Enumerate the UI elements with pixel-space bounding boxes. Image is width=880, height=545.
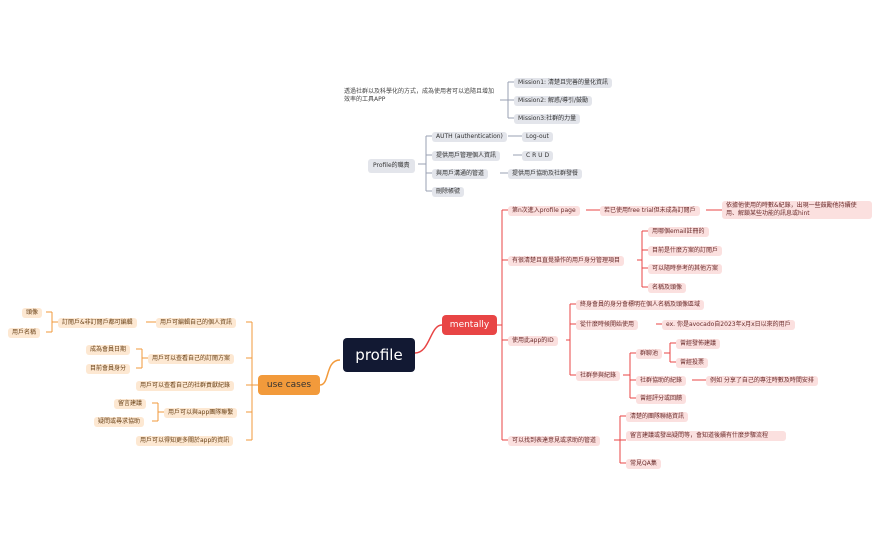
manage-item-email[interactable]: 用哪個email註冊的 xyxy=(648,227,709,237)
mentally-app-id[interactable]: 使用此app的ID xyxy=(508,336,558,346)
mentally-node[interactable]: mentally xyxy=(442,315,497,335)
community-help-record[interactable]: 社群協助的紀錄 xyxy=(636,376,687,386)
duty-item-manage[interactable]: 提供用戶管理個人資訊 xyxy=(432,151,501,161)
help-item-process[interactable]: 留言建議或發出疑問等，會知道後續有什麼步驟流程 xyxy=(626,431,786,441)
usecase-edit-profile[interactable]: 用戶可編輯自己的個人資訊 xyxy=(156,318,237,328)
duty-item-delete[interactable]: 刪除帳號 xyxy=(432,187,465,197)
use-cases-node[interactable]: use cases xyxy=(258,375,320,395)
community-chat-pool[interactable]: 群聊池 xyxy=(636,349,663,359)
mentally-feedback-channel[interactable]: 可以找到表達意見或求助的管道 xyxy=(508,436,601,446)
plan-item-membership[interactable]: 目前會員身分 xyxy=(86,364,131,374)
using-item-lifetime[interactable]: 終身會員的身分會標明在個人名稱及頭像區域 xyxy=(576,300,705,310)
contact-item-message[interactable]: 留言建議 xyxy=(114,399,147,409)
usecase-contact-team[interactable]: 用戶可以與app團隊聯繫 xyxy=(164,408,238,418)
mission-item-1[interactable]: Mission1: 清楚且完善的量化資訊 xyxy=(514,78,612,88)
community-rating[interactable]: 曾經評分或回饋 xyxy=(636,394,687,404)
mission-item-3[interactable]: Mission3:社群的力量 xyxy=(514,114,581,124)
using-item-since-example[interactable]: ex. 你是avocado自2023年x月x日以來的用戶 xyxy=(662,320,795,330)
mission-statement[interactable]: 透過社群以及科學化的方式，成為使用者可以追隨且增加效率的工具APP xyxy=(344,88,495,103)
duty-sub-crud[interactable]: C R U D xyxy=(522,151,554,161)
edit-item-username[interactable]: 用戶名稱 xyxy=(8,328,41,338)
edit-subscriber-nonsubscriber[interactable]: 訂閱戶&非訂閱戶都可編輯 xyxy=(58,318,137,328)
duty-item-auth[interactable]: AUTH (authentication) xyxy=(432,132,507,142)
help-item-contact[interactable]: 清楚的團隊聯絡資訊 xyxy=(626,412,689,422)
plan-item-join-date[interactable]: 成為會員日期 xyxy=(86,345,131,355)
mentally-free-trial[interactable]: 若已使用free trial但未成為訂閱戶 xyxy=(600,206,700,216)
usecase-view-contribution[interactable]: 用戶可以查看自己的社群貢獻紀錄 xyxy=(136,381,235,391)
contact-item-help[interactable]: 疑問或尋求協助 xyxy=(94,417,145,427)
using-item-since[interactable]: 從什麼時候開始使用 xyxy=(576,320,639,330)
mentally-first-visit[interactable]: 第n次進入profile page xyxy=(508,206,580,216)
manage-item-name-avatar[interactable]: 名稱及頭像 xyxy=(648,283,687,293)
duty-item-communicate[interactable]: 與用戶溝通的管道 xyxy=(432,169,489,179)
duty-label[interactable]: Profile的職責 xyxy=(368,159,415,173)
usecase-view-plan[interactable]: 用戶可以查看自己的訂閱方案 xyxy=(148,354,235,364)
manage-item-plan[interactable]: 目前是什麼方案的訂閱戶 xyxy=(648,246,723,256)
help-item-faq[interactable]: 常見QA集 xyxy=(626,459,661,469)
manage-item-other-plans[interactable]: 可以隨時參考的其他方案 xyxy=(648,264,723,274)
chat-vote[interactable]: 曾經投票 xyxy=(676,358,709,368)
mentally-free-trial-note[interactable]: 依據他使用的時數&紀錄，出現一些鼓勵他持續使用、解鎖某些功能的訊息或hint xyxy=(722,201,872,219)
duty-sub-support[interactable]: 提供用戶協助及社群發餐 xyxy=(508,169,583,179)
community-help-example[interactable]: 例如 分享了自己的專注時數及時間安排 xyxy=(706,376,818,386)
using-item-community[interactable]: 社群參與紀錄 xyxy=(576,371,621,381)
mentally-identity-management[interactable]: 有很清楚且直覺操作的用戶身分管理項目 xyxy=(508,256,625,266)
mission-item-2[interactable]: Mission2: 解惑/導引/鼓勵 xyxy=(514,96,593,106)
root-node-profile[interactable]: profile xyxy=(343,338,415,372)
chat-suggestion[interactable]: 曾經發佈建議 xyxy=(676,339,721,349)
edit-item-avatar[interactable]: 頭像 xyxy=(22,308,43,318)
duty-sub-logout[interactable]: Log-out xyxy=(522,132,553,142)
usecase-more-info[interactable]: 用戶可以得知更多關於app的資訊 xyxy=(136,436,234,446)
